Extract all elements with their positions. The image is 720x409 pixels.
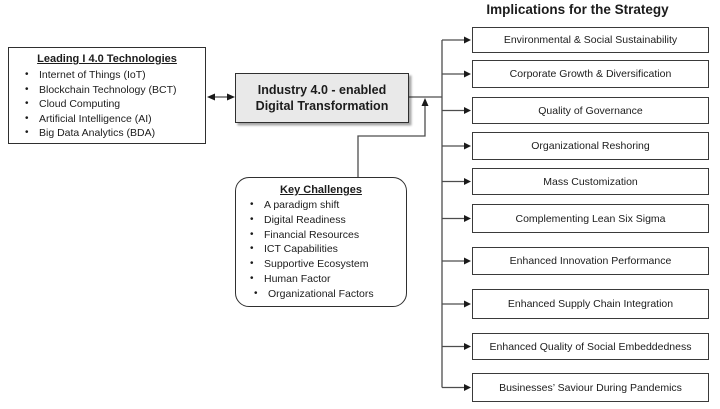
implication-label: Corporate Growth & Diversification <box>509 68 672 80</box>
implication-box: Corporate Growth & Diversification <box>472 60 709 88</box>
implication-box: Quality of Governance <box>472 97 709 124</box>
challenge-item: A paradigm shift <box>250 198 406 213</box>
implication-label: Enhanced Quality of Social Embeddedness <box>489 340 692 353</box>
challenge-item: Human Factor <box>250 272 406 287</box>
implication-label: Organizational Reshoring <box>531 140 650 152</box>
technologies-list: Internet of Things (IoT) Blockchain Tech… <box>9 68 205 141</box>
challenges-box: Key Challenges A paradigm shift Digital … <box>235 177 407 307</box>
technologies-box: Leading I 4.0 Technologies Internet of T… <box>8 47 206 144</box>
branch-connector <box>442 36 471 391</box>
challenges-title: Key Challenges <box>280 184 362 196</box>
technology-item: Blockchain Technology (BCT) <box>25 83 205 98</box>
challenge-item: Organizational Factors <box>254 287 406 302</box>
challenges-list: A paradigm shift Digital Readiness Finan… <box>236 198 406 302</box>
implication-label: Complementing Lean Six Sigma <box>515 212 666 225</box>
challenge-item: Financial Resources <box>250 228 406 243</box>
technology-item: Internet of Things (IoT) <box>25 68 205 83</box>
implication-label: Mass Customization <box>543 175 638 188</box>
center-box: Industry 4.0 - enabled Digital Transform… <box>235 73 409 123</box>
implication-box: Environmental & Social Sustainability <box>472 27 709 53</box>
implication-box: Enhanced Innovation Performance <box>472 247 709 275</box>
implication-box: Enhanced Quality of Social Embeddedness <box>472 333 709 360</box>
implication-label: Enhanced Supply Chain Integration <box>507 298 674 310</box>
implication-box: Complementing Lean Six Sigma <box>472 204 709 233</box>
implication-box: Organizational Reshoring <box>472 132 709 160</box>
implication-box: Mass Customization <box>472 168 709 195</box>
implications-title: Implications for the Strategy <box>486 2 669 17</box>
implication-box: Enhanced Supply Chain Integration <box>472 289 709 319</box>
challenge-item: ICT Capabilities <box>250 242 406 257</box>
implication-label: Enhanced Innovation Performance <box>509 255 672 267</box>
challenge-item: Supportive Ecosystem <box>250 257 406 272</box>
technologies-title: Leading I 4.0 Technologies <box>37 53 177 65</box>
technology-item: Big Data Analytics (BDA) <box>25 126 205 141</box>
bidirectional-arrow <box>207 93 235 101</box>
challenge-item: Digital Readiness <box>250 213 406 228</box>
technology-item: Artificial Intelligence (AI) <box>25 112 205 127</box>
center-box-label: Industry 4.0 - enabled Digital Transform… <box>255 83 389 113</box>
technology-item: Cloud Computing <box>25 97 205 112</box>
implication-label: Businesses’ Saviour During Pandemics <box>499 381 682 394</box>
implication-label: Environmental & Social Sustainability <box>503 34 678 46</box>
implication-box: Businesses’ Saviour During Pandemics <box>472 373 709 402</box>
implication-label: Quality of Governance <box>538 104 643 117</box>
